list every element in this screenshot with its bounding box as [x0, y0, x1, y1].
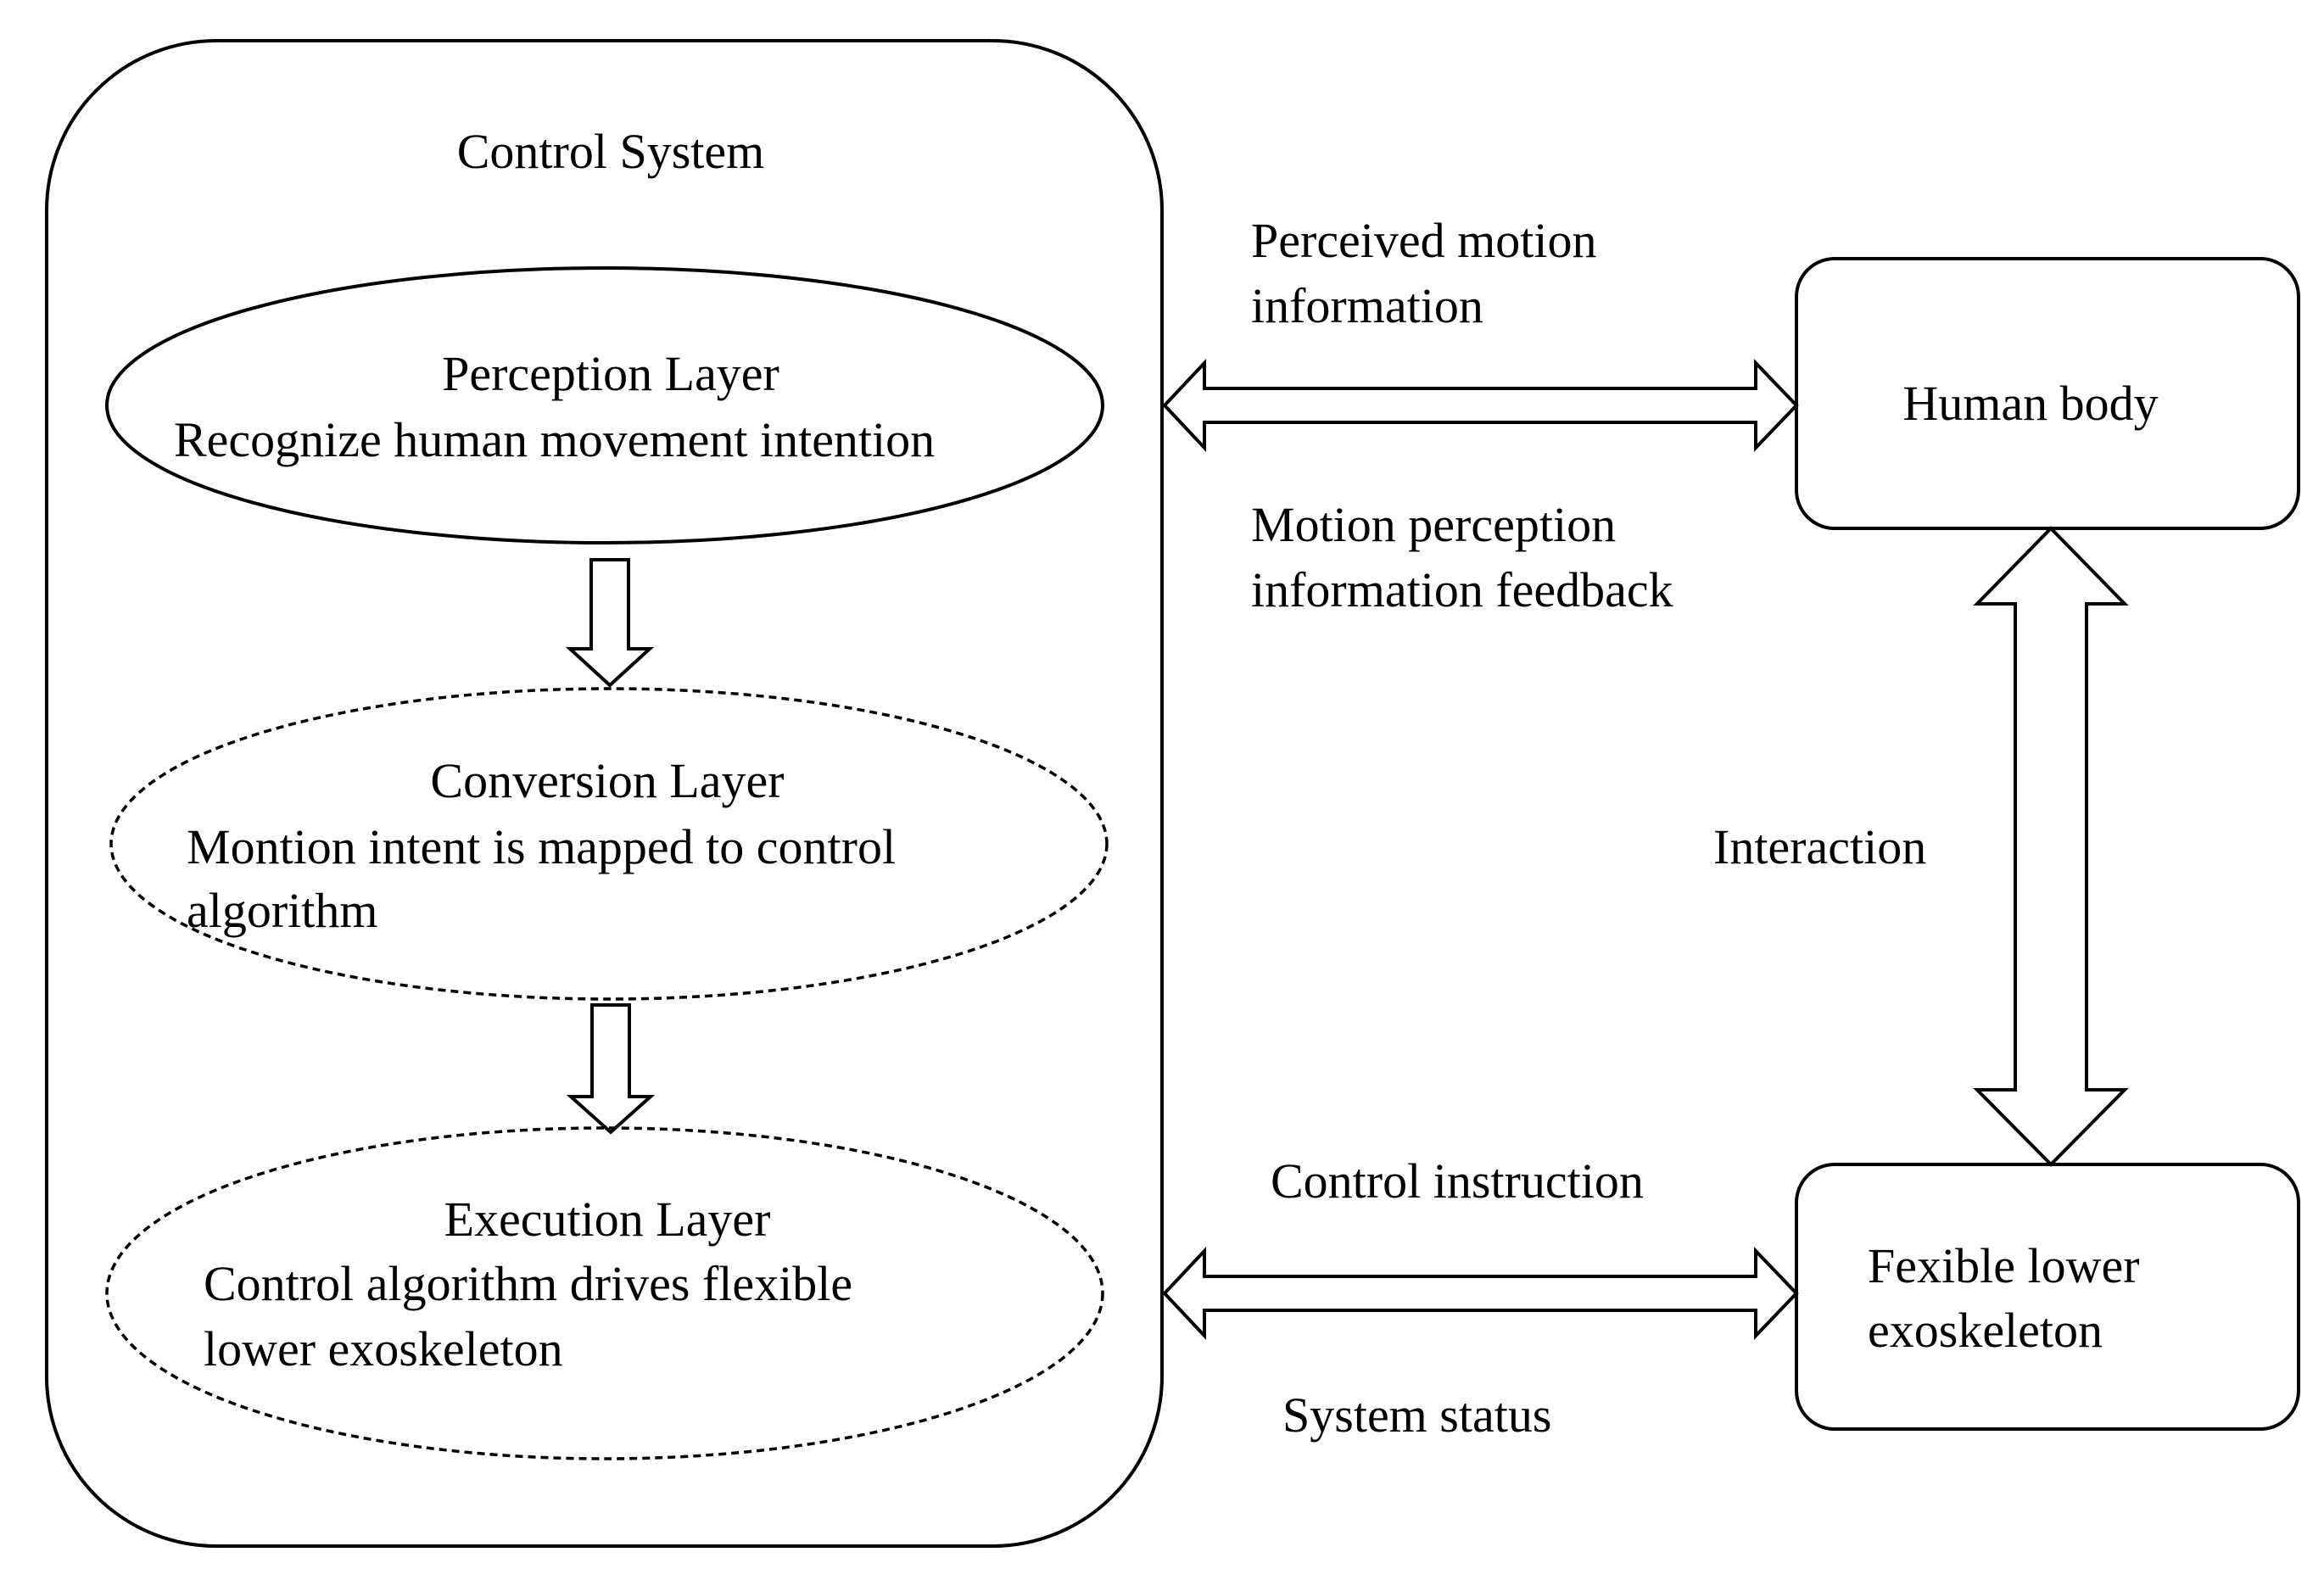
- execution-layer-description-line2: lower exoskeleton: [204, 1321, 563, 1376]
- control-instruction-label: Control instruction: [1271, 1153, 1644, 1209]
- execution-layer-description-line1: Control algorithm drives flexible: [204, 1256, 852, 1311]
- human-body-label: Human body: [1902, 376, 2158, 431]
- feedback-label-line1: Motion perception: [1251, 497, 1616, 552]
- execution-layer-title: Execution Layer: [444, 1192, 771, 1247]
- execution-layer-ellipse: [105, 1126, 1104, 1460]
- down-arrow-perception-to-conversion: [565, 558, 655, 688]
- system-status-label: System status: [1282, 1387, 1551, 1443]
- control-system-container: [45, 39, 1164, 1548]
- conversion-layer-description-line1: Montion intent is mapped to control: [187, 819, 896, 874]
- perceived-motion-label-line2: information: [1251, 278, 1483, 333]
- double-arrow-human-exoskeleton: [1973, 526, 2129, 1167]
- perception-layer-description: Recognize human movement intention: [174, 412, 935, 467]
- double-arrow-control-exoskeleton: [1162, 1246, 1799, 1341]
- perception-layer-ellipse: [105, 266, 1104, 544]
- perceived-motion-label-line1: Perceived motion: [1251, 213, 1597, 268]
- conversion-layer-ellipse: [109, 687, 1109, 1001]
- perception-layer-title: Perception Layer: [442, 346, 779, 401]
- down-arrow-conversion-to-execution: [566, 1003, 656, 1135]
- exoskeleton-box: [1795, 1163, 2300, 1431]
- conversion-layer-title: Conversion Layer: [430, 753, 784, 808]
- conversion-layer-description-line2: algorithm: [187, 883, 378, 938]
- interaction-label: Interaction: [1713, 819, 1926, 874]
- control-system-title: Control System: [457, 124, 765, 179]
- double-arrow-control-human: [1162, 358, 1799, 453]
- exoskeleton-label-line2: exoskeleton: [1868, 1303, 2103, 1358]
- exoskeleton-label-line1: Fexible lower: [1868, 1238, 2140, 1293]
- feedback-label-line2: information feedback: [1251, 562, 1673, 617]
- human-body-box: [1795, 257, 2300, 530]
